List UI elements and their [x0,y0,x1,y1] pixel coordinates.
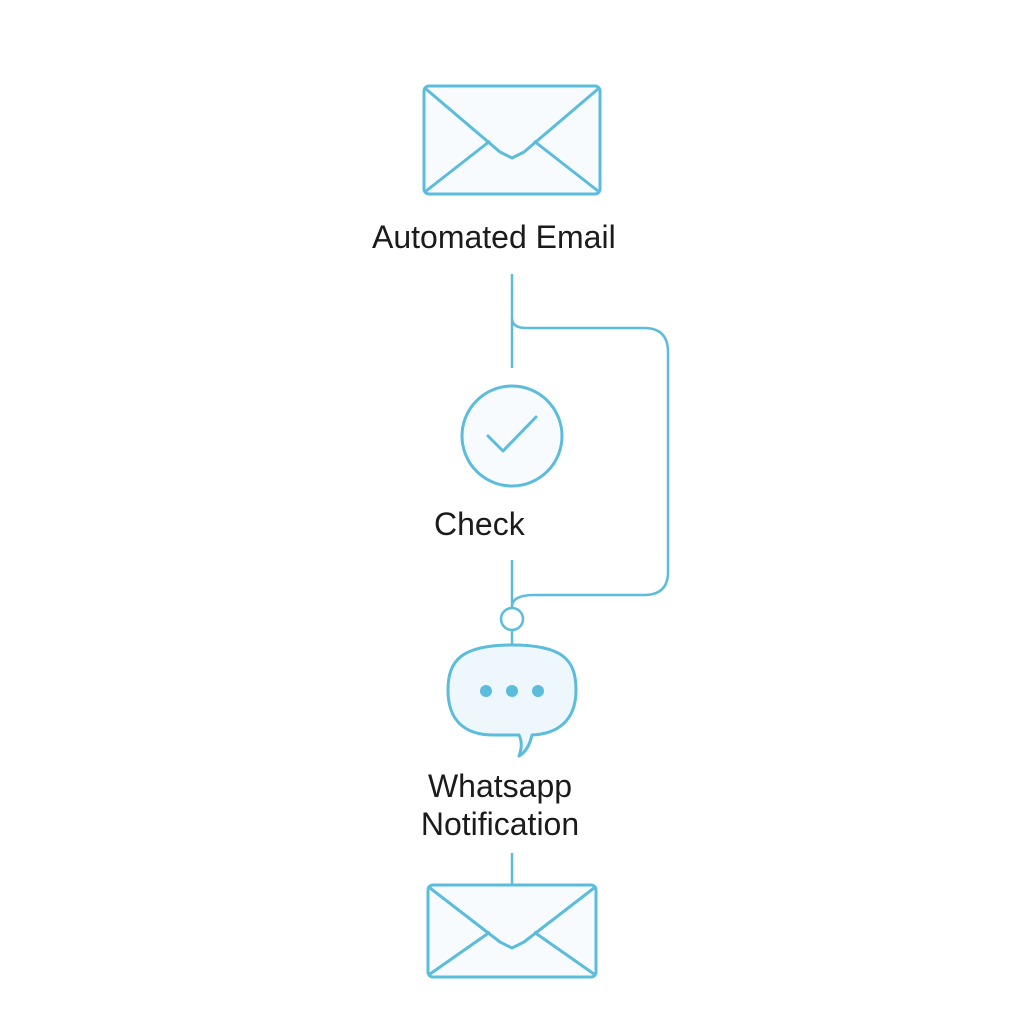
envelope-icon [426,883,598,979]
chat-bubble-icon [446,643,578,758]
node-label-automated-email: Automated Email [372,219,616,255]
node-label-whatsapp-notification: Whatsapp Notification [404,767,596,843]
node-label-check: Check [434,506,525,542]
junction-node [499,606,525,646]
node-label-line: Whatsapp [427,768,573,804]
node-label-line: Notification [420,806,580,842]
envelope-icon [422,84,602,196]
connector-bypass-branch [510,317,670,608]
checkmark-circle-icon [460,384,564,488]
